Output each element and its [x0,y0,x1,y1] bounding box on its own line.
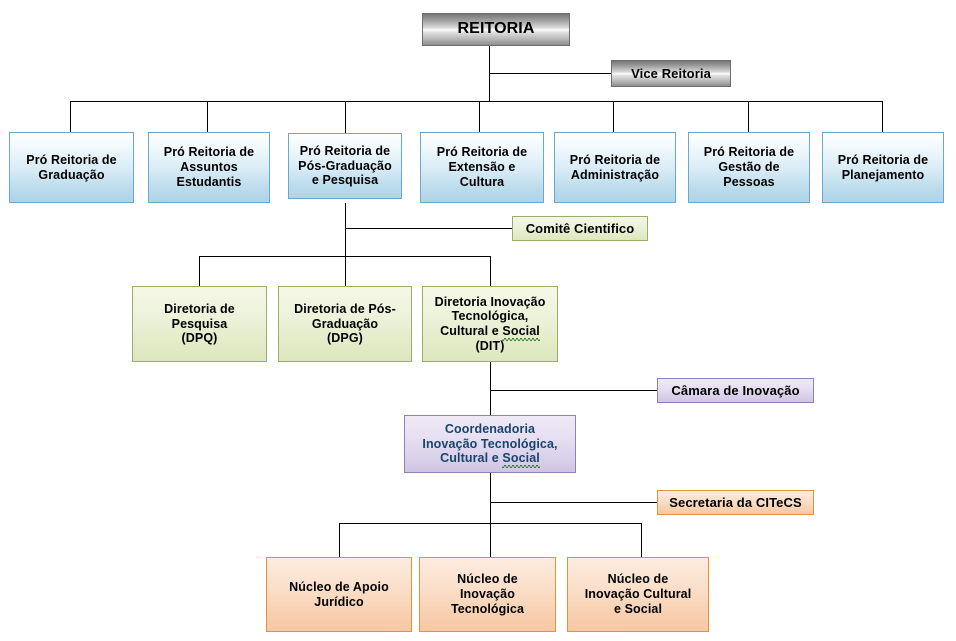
node-camara-inovacao[interactable]: Câmara de Inovação [657,378,817,406]
connector-drop-nucleo-cultural [641,523,642,557]
connector-drop-gestao [748,101,749,133]
coordenadoria-line-2: Inovação Tecnológica, [422,436,558,451]
node-pro-reitoria-administracao[interactable]: Pró Reitoria de Administração [554,132,679,206]
connector-drop-administracao [613,101,614,133]
connector-reitoria-vice [489,73,612,74]
node-reitoria[interactable]: REITORIA [422,13,573,49]
node-diretoria-inovacao-tecnologica-cultural-social[interactable]: Diretoria Inovação Tecnológica, Cultural… [422,286,561,365]
dit-line-2: Tecnológica, [451,309,529,324]
node-nucleo-inovacao-cultural-social[interactable]: Núcleo de Inovação Cultural e Social [567,557,712,635]
connector-dit-camara [490,390,657,391]
connector-top-bus [70,101,883,102]
node-comite-cientifico[interactable]: Comitê Cientifico [512,216,651,244]
node-pro-reitoria-graduacao[interactable]: Pró Reitoria de Graduação [9,132,137,206]
connector-coord-trunk [490,473,491,523]
node-coordenadoria-inovacao[interactable]: Coordenadoria Inovação Tecnológica, Cult… [404,415,579,476]
node-pro-reitoria-gestao-pessoas[interactable]: Pró Reitoria de Gestão de Pessoas [688,132,813,206]
connector-drop-dpq [199,256,200,286]
dit-line-3-flagged-word: Social [502,324,541,341]
connector-drop-nucleo-tecnologica [490,523,491,557]
connector-diretorias-bus [199,256,490,257]
connector-drop-extensao [479,101,480,133]
node-vice-reitoria[interactable]: Vice Reitoria [611,60,734,90]
connector-drop-graduacao [70,101,71,133]
connector-drop-posgraduacao [345,101,346,133]
coordenadoria-line-3-prefix: Cultural e [440,451,503,466]
connector-dit-trunk [490,362,491,416]
node-nucleo-apoio-juridico[interactable]: Núcleo de Apoio Jurídico [266,557,415,635]
connector-drop-planejamento [882,101,883,133]
node-pro-reitoria-extensao-cultura[interactable]: Pró Reitoria de Extensão e Cultura [420,132,547,206]
connector-coord-secretaria [490,502,657,503]
connector-drop-nucleo-juridico [339,523,340,557]
dit-line-3-prefix: Cultural e [440,324,503,338]
node-nucleo-inovacao-tecnologica[interactable]: Núcleo de Inovação Tecnológica [419,557,559,635]
connector-posgrad-trunk [345,203,346,286]
connector-posgrad-comite [345,228,512,229]
coordenadoria-line-3-flagged-word: Social [502,451,541,468]
dit-line-4: (DIT) [475,338,505,353]
coordenadoria-line-1: Coordenadoria [444,421,536,436]
connector-drop-dit [490,256,491,286]
connector-drop-dpg [345,256,346,286]
dit-line-1: Diretoria Inovação [434,294,546,309]
node-pro-reitoria-assuntos-estudantis[interactable]: Pró Reitoria de Assuntos Estudantis [148,132,273,206]
connector-drop-assuntos [207,101,208,133]
node-secretaria-citecs[interactable]: Secretaria da CITeCS [657,490,817,518]
node-diretoria-pos-graduacao[interactable]: Diretoria de Pós- Graduação (DPG) [278,286,415,365]
node-pro-reitoria-planejamento[interactable]: Pró Reitoria de Planejamento [822,132,947,206]
node-pro-reitoria-pos-graduacao-pesquisa[interactable]: Pró Reitoria de Pós-Graduação e Pesquisa [288,133,405,202]
node-diretoria-pesquisa[interactable]: Diretoria de Pesquisa (DPQ) [132,286,270,365]
